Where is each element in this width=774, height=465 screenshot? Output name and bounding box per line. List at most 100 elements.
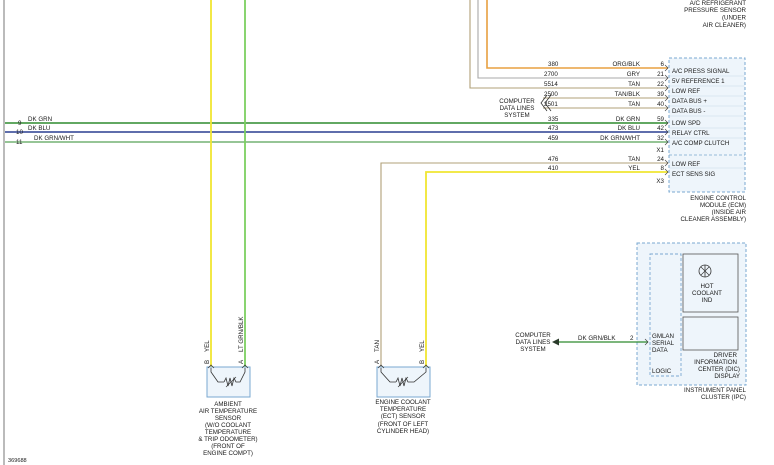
wire-color-label: TAN: [628, 81, 640, 88]
ect-label-5: CYLINDER HEAD): [377, 428, 429, 435]
ecm-pin-row-2501: 2501 TAN 40 DATA BUS -: [544, 101, 705, 115]
ac-sensor-label-1: A/C REFRIGERANT: [690, 0, 747, 7]
pin-number: 42: [657, 125, 664, 132]
ac-sensor-label-2: PRESSURE SENSOR: [684, 7, 746, 14]
pin-number: 40: [657, 101, 664, 108]
ipc-logic-box: [649, 253, 682, 377]
dic-label-4: DISPLAY: [714, 373, 740, 380]
pin-function-label: DATA BUS -: [672, 108, 705, 115]
ambient-label-4: (W/O COOLANT: [205, 422, 251, 429]
hot-coolant-indicator-box: [682, 253, 739, 313]
left-wire-number-10: 10: [16, 129, 23, 136]
ecm-pin-row-459: 459 DK GRN/WHT 32 A/C COMP CLUTCH: [548, 135, 729, 147]
ecm-data-lines-arrow: [540, 94, 552, 112]
pin-number: 6: [661, 61, 665, 68]
left-wire-number-11: 11: [16, 139, 23, 146]
ecm-connector-x1-label: X1: [656, 147, 664, 154]
circuit-number: 2500: [544, 91, 558, 98]
ambient-label-8: ENGINE COMPT): [203, 450, 253, 457]
ambient-label-3: SENSOR: [215, 415, 242, 422]
pin-function-label: A/C PRESS SIGNAL: [672, 68, 730, 75]
ecm-pin-row-2700: 2700 GRY 21 5V REFERENCE 1: [544, 71, 725, 85]
circuit-number: 473: [548, 125, 559, 132]
ambient-sensor: [206, 364, 251, 398]
pin-function-label: LOW REF: [672, 88, 700, 95]
wire-tan-5514: [469, 0, 668, 89]
ipc-data-lines-label-3: SYSTEM: [520, 346, 545, 353]
circuit-number: 5514: [544, 81, 558, 88]
wire-color-label: TAN/BLK: [615, 91, 641, 98]
pin-number: 21: [657, 71, 664, 78]
ecm-pin-row-380: 380 ORG/BLK 6 A/C PRESS SIGNAL: [548, 61, 730, 75]
circuit-number: 459: [548, 135, 559, 142]
dic-label-2: INFORMATION: [694, 359, 737, 366]
ac-sensor-label-4: AIR CLEANER): [703, 22, 746, 29]
ipc-title-2: CLUSTER (IPC): [701, 394, 746, 401]
pin-function-label: LOW SPD: [672, 120, 701, 127]
ecm-pin-row-410: 410 YEL 8 ECT SENS SIG: [548, 165, 715, 178]
ecm-title-1: ENGINE CONTROL: [690, 195, 746, 202]
circuit-number: 380: [548, 61, 559, 68]
ipc-logic-label: LOGIC: [652, 368, 672, 375]
circuit-number: 335: [548, 116, 559, 123]
circuit-number: 2501: [544, 101, 558, 108]
wire-color-label: ORG/BLK: [612, 61, 640, 68]
ipc-wire-color-label: DK GRN/BLK: [578, 335, 616, 342]
pin-function-label: LOW REF: [672, 161, 700, 168]
pin-function-label: 5V REFERENCE 1: [672, 78, 725, 85]
ipc-data-lines-label-2: DATA LINES: [516, 339, 551, 346]
ecm-pin-row-2500: 2500 TAN/BLK 39 DATA BUS +: [544, 91, 707, 105]
ecm-pin-row-335: 335 DK GRN 59 LOW SPD: [548, 116, 701, 127]
ambient-pin-a: A: [238, 359, 245, 364]
pin-number: 59: [657, 116, 664, 123]
ect-pin-b: B: [419, 360, 426, 364]
ambient-label-2: AIR TEMPERATURE: [199, 408, 257, 415]
ect-label-4: (FRONT OF LEFT: [378, 421, 429, 428]
pin-number: 39: [657, 91, 664, 98]
ambient-label-6: & TRIP ODOMETER): [198, 436, 257, 443]
ambient-wire-a-color: LT GRN/BLK: [238, 316, 245, 352]
ecm-pin-terminals: [664, 64, 669, 176]
ect-sensor-body: [376, 366, 431, 398]
wire-tan-476: [380, 162, 668, 368]
ecm-title-4: CLEANER ASSEMBLY): [680, 216, 746, 223]
ect-label-3: (ECT) SENSOR: [381, 413, 426, 420]
ecm-pin-row-473: 473 DK BLU 42 RELAY CTRL: [548, 125, 710, 137]
ect-wire-a-color: TAN: [374, 340, 381, 352]
ac-sensor-wires: [469, 0, 668, 89]
wire-color-label: DK GRN: [616, 116, 640, 123]
ect-pin-a: A: [374, 359, 381, 364]
ambient-pin-b: B: [204, 360, 211, 364]
circuit-number: 2700: [544, 71, 558, 78]
wire-color-label: GRY: [627, 71, 640, 78]
pin-function-label: ECT SENS SIG: [672, 171, 715, 178]
ambient-label-7: (FRONT OF: [211, 443, 245, 450]
ecm-title-3: (INSIDE AIR: [712, 209, 747, 216]
ambient-sensor-body: [206, 366, 251, 398]
ect-label-2: TEMPERATURE: [380, 406, 426, 413]
dic-label-3: CENTER (DIC): [698, 366, 740, 373]
ambient-wire-b-color: YEL: [204, 340, 211, 352]
ambient-label-1: AMBIENT: [214, 401, 242, 408]
gmlan-label-2: SERIAL: [652, 340, 675, 347]
hot-coolant-label-2: COOLANT: [692, 290, 722, 297]
ecm-pin-row-476: 476 TAN 24 LOW REF: [548, 156, 700, 168]
hot-coolant-label-3: IND: [702, 297, 713, 304]
diagram-id: 369688: [8, 458, 27, 464]
ecm-box: [668, 57, 746, 193]
ect-wire-b-color: YEL: [419, 340, 426, 352]
wire-gray-2700: [477, 0, 668, 79]
ipc-data-lines-label-1: COMPUTER: [515, 332, 551, 339]
ecm-data-lines-label-1: COMPUTER: [499, 98, 535, 105]
ecm-title-2: MODULE (ECM): [700, 202, 746, 209]
ipc-pin-number: 2: [630, 335, 634, 342]
pin-number: 32: [657, 135, 664, 142]
ecm-pin-row-5514: 5514 TAN 22 LOW REF: [544, 81, 700, 95]
wire-color-label: DK GRN/WHT: [600, 135, 640, 142]
left-wire-number-9: 9: [18, 120, 22, 127]
ecm-row-separators: [670, 75, 744, 169]
pin-number: 24: [657, 156, 664, 163]
wire-color-label: YEL: [628, 165, 640, 172]
